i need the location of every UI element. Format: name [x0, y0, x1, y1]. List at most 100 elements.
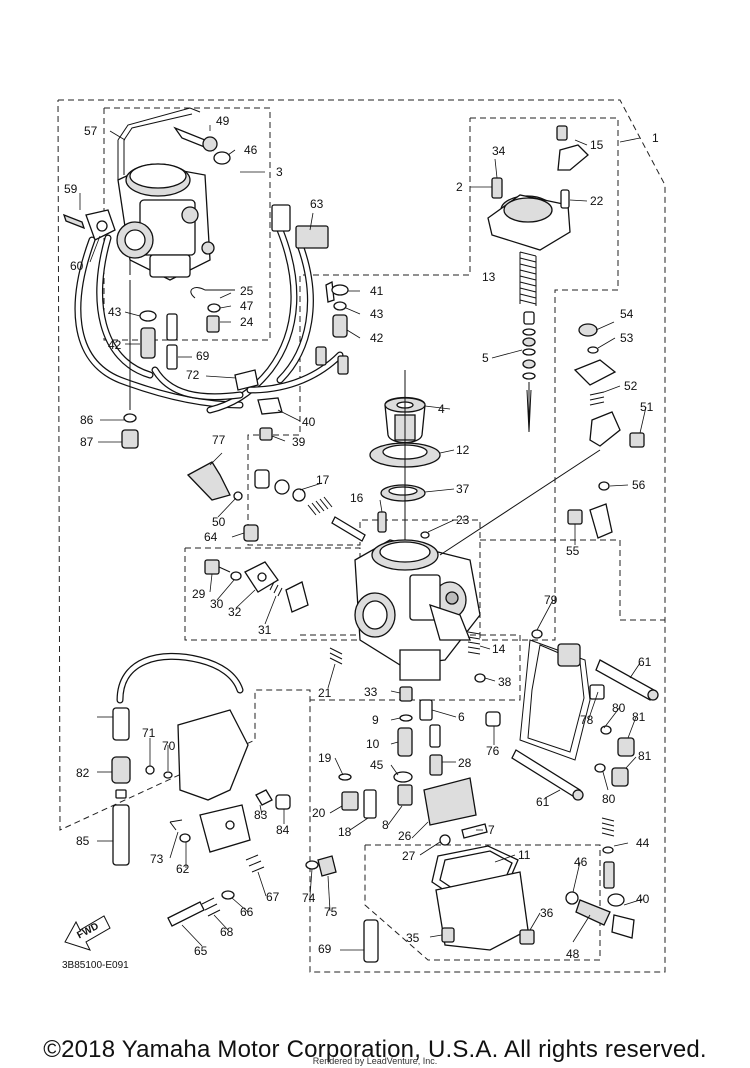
- callout-labels: 1 2 3 4 5 6 7 8 9 10 11 12 13 14 15 16 1…: [64, 114, 659, 961]
- callout-80: 80: [612, 701, 626, 715]
- callout-11: 11: [518, 848, 531, 862]
- callout-2: 2: [456, 180, 463, 194]
- callout-83: 83: [254, 808, 268, 822]
- callout-41: 41: [370, 284, 384, 298]
- callout-26: 26: [398, 829, 412, 843]
- callout-10: 10: [366, 737, 380, 751]
- leader-lines: [79, 125, 647, 951]
- callout-13: 13: [482, 270, 496, 284]
- callout-81: 81: [632, 710, 646, 724]
- callout-71: 71: [142, 726, 156, 740]
- callout-59: 59: [64, 182, 78, 196]
- callout-81-b: 81: [638, 749, 652, 763]
- outline-bowl-group: [364, 844, 601, 961]
- outline-assembly-1: [57, 99, 666, 973]
- copyright-notice: ©2018 Yamaha Motor Corporation, U.S.A. A…: [43, 1036, 707, 1063]
- callout-6: 6: [458, 710, 465, 724]
- callout-33: 33: [364, 685, 378, 699]
- callout-73: 73: [150, 852, 164, 866]
- callout-23: 23: [456, 513, 470, 527]
- callout-46-b: 46: [574, 855, 588, 869]
- callout-8: 8: [382, 818, 389, 832]
- callout-72: 72: [186, 368, 200, 382]
- callout-42: 42: [370, 331, 384, 345]
- callout-35: 35: [406, 931, 420, 945]
- callout-86: 86: [80, 413, 94, 427]
- callout-61-b: 61: [536, 795, 550, 809]
- fwd-label: FWD: [75, 921, 100, 941]
- callout-53: 53: [620, 331, 634, 345]
- callout-14: 14: [492, 642, 506, 656]
- callout-12: 12: [456, 443, 470, 457]
- callout-87: 87: [80, 435, 94, 449]
- callout-74: 74: [302, 891, 316, 905]
- callout-82: 82: [76, 766, 90, 780]
- callout-44: 44: [636, 836, 650, 850]
- callout-60: 60: [70, 259, 84, 273]
- callout-64: 64: [204, 530, 218, 544]
- callout-36: 36: [540, 906, 554, 920]
- callout-67: 67: [266, 890, 280, 904]
- callout-29: 29: [192, 587, 206, 601]
- callout-69-b: 69: [318, 942, 332, 956]
- callout-43-b: 43: [108, 305, 122, 319]
- outline-linkage-group: [480, 539, 665, 621]
- callout-80-b: 80: [602, 792, 616, 806]
- callout-70: 70: [162, 739, 176, 753]
- callout-55: 55: [566, 544, 580, 558]
- callout-84: 84: [276, 823, 290, 837]
- outline-sub-assembly-2: [247, 117, 619, 641]
- callout-17: 17: [316, 473, 330, 487]
- rendered-by-notice: Rendered by LeadVenture, Inc.: [312, 1056, 438, 1066]
- callout-18: 18: [338, 825, 352, 839]
- callout-65: 65: [194, 944, 208, 958]
- callout-40: 40: [302, 415, 316, 429]
- callout-51: 51: [640, 400, 654, 414]
- callout-68: 68: [220, 925, 234, 939]
- callout-19: 19: [318, 751, 332, 765]
- fwd-arrow-icon: [64, 915, 111, 951]
- callout-61: 61: [638, 655, 652, 669]
- callout-63: 63: [310, 197, 324, 211]
- callout-77: 77: [212, 433, 226, 447]
- callout-49: 49: [216, 114, 230, 128]
- outline-cover-group: [184, 547, 361, 641]
- callout-9: 9: [372, 713, 379, 727]
- drawing-code: 3B85100-E091: [62, 960, 129, 971]
- callout-21: 21: [318, 686, 332, 700]
- callout-34: 34: [492, 144, 506, 158]
- callout-30: 30: [210, 597, 224, 611]
- callout-38: 38: [498, 675, 512, 689]
- callout-16: 16: [350, 491, 364, 505]
- callout-45: 45: [370, 758, 384, 772]
- callout-43: 43: [370, 307, 384, 321]
- callout-52: 52: [624, 379, 638, 393]
- callout-4: 4: [438, 402, 445, 416]
- callout-50: 50: [212, 515, 226, 529]
- callout-25: 25: [240, 284, 254, 298]
- callout-1: 1: [652, 131, 659, 145]
- callout-37: 37: [456, 482, 470, 496]
- callout-85: 85: [76, 834, 90, 848]
- spring-13-art: [519, 251, 537, 306]
- callout-3: 3: [276, 165, 283, 179]
- callout-24: 24: [240, 315, 254, 329]
- bracket-57-art: [117, 107, 201, 180]
- callout-46: 46: [244, 143, 258, 157]
- callout-57: 57: [84, 124, 98, 138]
- callout-5: 5: [482, 351, 489, 365]
- callout-40-b: 40: [636, 892, 650, 906]
- carburetor-body-art: [354, 539, 481, 681]
- callout-42-b: 42: [108, 338, 122, 352]
- callout-28: 28: [458, 756, 472, 770]
- callout-78: 78: [580, 713, 594, 727]
- callout-75: 75: [324, 905, 338, 919]
- carburetor-assembly-art: [116, 163, 215, 281]
- callout-62: 62: [176, 862, 190, 876]
- callout-69: 69: [196, 349, 210, 363]
- callout-76: 76: [486, 744, 500, 758]
- group-outlines: [57, 99, 666, 973]
- callout-48: 48: [566, 947, 580, 961]
- callout-20: 20: [312, 806, 326, 820]
- callout-66: 66: [240, 905, 254, 919]
